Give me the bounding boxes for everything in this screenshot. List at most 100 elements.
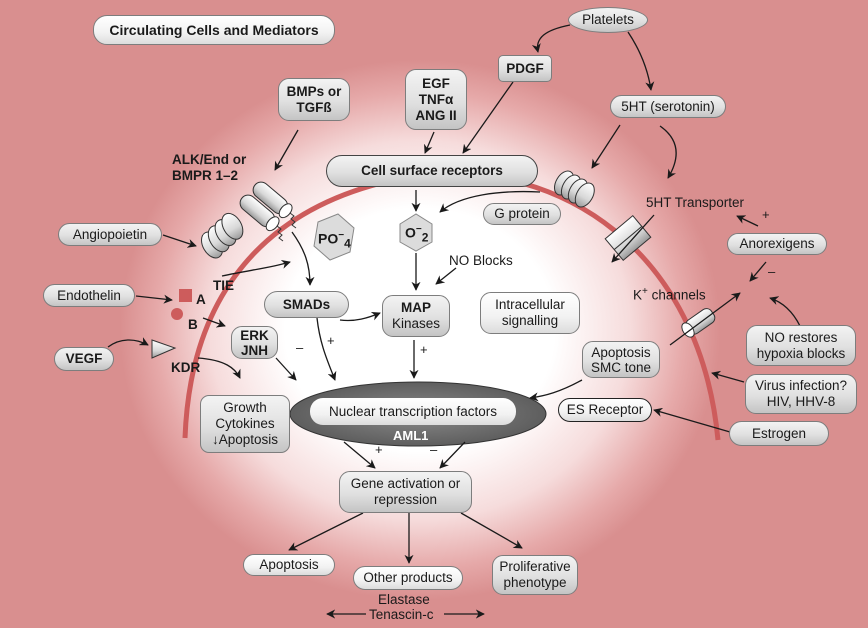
minus-sign: – (296, 340, 304, 355)
tie-receptor-icon (201, 212, 244, 259)
arrow-estrogen-es (653, 407, 731, 433)
vegf-label: VEGF (65, 351, 103, 366)
elastase-label: Elastase (378, 592, 430, 607)
receptor-a-label: A (196, 292, 206, 307)
vegf-node: VEGF (54, 347, 114, 371)
po4-hexagon (313, 213, 355, 261)
arrow-kdr-growth (197, 357, 241, 379)
egf-group-node: EGF TNFα ANG II (405, 69, 467, 130)
o2-label: O−2 (405, 224, 429, 245)
map-kinases-node: MAP Kinases (382, 295, 450, 337)
gene-activation-node: Gene activation or repression (339, 471, 472, 513)
kinases-label: Kinases (391, 316, 441, 331)
platelets-node: Platelets (568, 7, 648, 33)
arrow-transporter-out (611, 214, 655, 263)
plus-sign: + (420, 342, 428, 357)
angiopoietin-node: Angiopoietin (58, 223, 162, 246)
plus-sign: + (762, 207, 770, 222)
arrow-b-erk (202, 317, 226, 328)
endothelin-node: Endothelin (43, 284, 135, 307)
anorexigens-label: Anorexigens (739, 236, 815, 251)
nuclear-transcription-node: Nuclear transcription factors (310, 398, 516, 425)
smads-node: SMADs (264, 291, 349, 318)
arrow-no-restores (769, 296, 801, 327)
arrow-5ht-receptor (591, 124, 621, 169)
serotonin-node: 5HT (serotonin) (610, 95, 726, 118)
g-protein-label: G protein (494, 206, 550, 221)
plus-sign: + (375, 442, 383, 457)
arrow-angiopoietin-tie (162, 234, 197, 248)
arrow-k-channel-out (669, 292, 741, 346)
cell-surface-receptors-node: Cell surface receptors (326, 155, 538, 187)
nuclear-transcription-label: Nuclear transcription factors (328, 403, 498, 419)
virus-infection-node: Virus infection? HIV, HHV-8 (745, 374, 857, 414)
g-protein-node: G protein (483, 203, 561, 225)
estrogen-label: Estrogen (751, 425, 807, 441)
apoptosis-label: Apoptosis (259, 557, 319, 572)
arrow-nuclear-gene-minus (439, 441, 466, 469)
cell-surface-receptors-label: Cell surface receptors (361, 163, 503, 178)
endothelin-b-receptor-icon (171, 308, 183, 320)
smads-label: SMADs (282, 296, 331, 312)
diagram-title: Circulating Cells and Mediators (109, 22, 319, 38)
arrow-5ht-transporter (659, 125, 677, 179)
po4-label: PO−4 (318, 230, 351, 251)
estrogen-node: Estrogen (729, 421, 829, 446)
arrow-virus-membrane (711, 370, 745, 383)
arrow-alk-smads (291, 231, 315, 286)
intracellular-signalling-node: Intracellular signalling (480, 292, 580, 334)
arrow-apoptosis-nuclear (529, 379, 583, 402)
arrow-gene-apoptosis (288, 512, 364, 551)
arrow-noblocks-map (435, 267, 457, 285)
kdr-label: KDR (171, 360, 201, 375)
tgfb-label: TGFß (296, 99, 332, 115)
alk-receptor-icon (239, 181, 297, 242)
k-channels-label: K+ channels (633, 286, 706, 303)
pdgf-label: PDGF (506, 60, 544, 76)
arrow-platelets-pdgf (531, 24, 571, 53)
plus-sign: + (327, 333, 335, 348)
arrow-bmps-alk (274, 129, 299, 171)
endothelin-a-receptor-icon (179, 289, 192, 302)
tnf-label: TNFα (418, 91, 454, 107)
apoptosis-node: Apoptosis (243, 554, 335, 576)
proliferative-phenotype-node: Proliferative phenotype (492, 555, 578, 595)
egf-label: EGF (422, 75, 450, 91)
alk-label: ALK/End or BMPR 1–2 (172, 152, 247, 183)
minus-sign: – (768, 264, 776, 279)
arrow-gprotein-o2 (439, 190, 541, 213)
angiopoietin-label: Angiopoietin (72, 226, 148, 242)
ang-label: ANG II (415, 107, 457, 123)
pdgf-node: PDGF (498, 55, 552, 82)
receptor-b-label: B (188, 317, 198, 332)
arrow-endothelin-a (135, 294, 173, 304)
platelets-label: Platelets (582, 12, 634, 27)
bmps-label: BMPs or (286, 83, 342, 99)
other-products-node: Other products (353, 566, 463, 590)
arrow-egf-receptors (424, 131, 435, 154)
o2-hexagon (399, 213, 433, 252)
arrow-smads-nuclear (316, 317, 337, 381)
arrow-platelets-5ht (627, 31, 655, 91)
aml1-label: AML1 (393, 428, 429, 443)
serotonin-receptor-icon (554, 170, 595, 208)
title-box: Circulating Cells and Mediators (93, 15, 335, 45)
endothelin-label: Endothelin (57, 287, 121, 303)
tie-label: TIE (213, 278, 235, 293)
es-receptor-label: ES Receptor (566, 402, 644, 417)
arrow-pdgf-receptors (462, 81, 514, 154)
erk-jnh-node: ERK JNH (231, 326, 278, 359)
anorexigens-node: Anorexigens (727, 233, 827, 255)
kdr-receptor-icon (151, 339, 177, 359)
tenascin-label: Tenascin-c (369, 607, 434, 622)
arrow-smads-map (339, 311, 381, 322)
5ht-transporter-icon (604, 215, 652, 261)
arrow-erk-nuclear (275, 357, 297, 381)
arrow-gene-proliferative (460, 512, 523, 549)
arrow-vegf-kdr (107, 337, 149, 348)
apoptosis-smc-node: Apoptosis SMC tone (582, 341, 660, 378)
arrow-anorexigens-transporter (736, 215, 759, 227)
growth-cytokines-node: Growth Cytokines ↓Apoptosis (200, 395, 290, 453)
no-restores-node: NO restores hypoxia blocks (746, 325, 856, 366)
